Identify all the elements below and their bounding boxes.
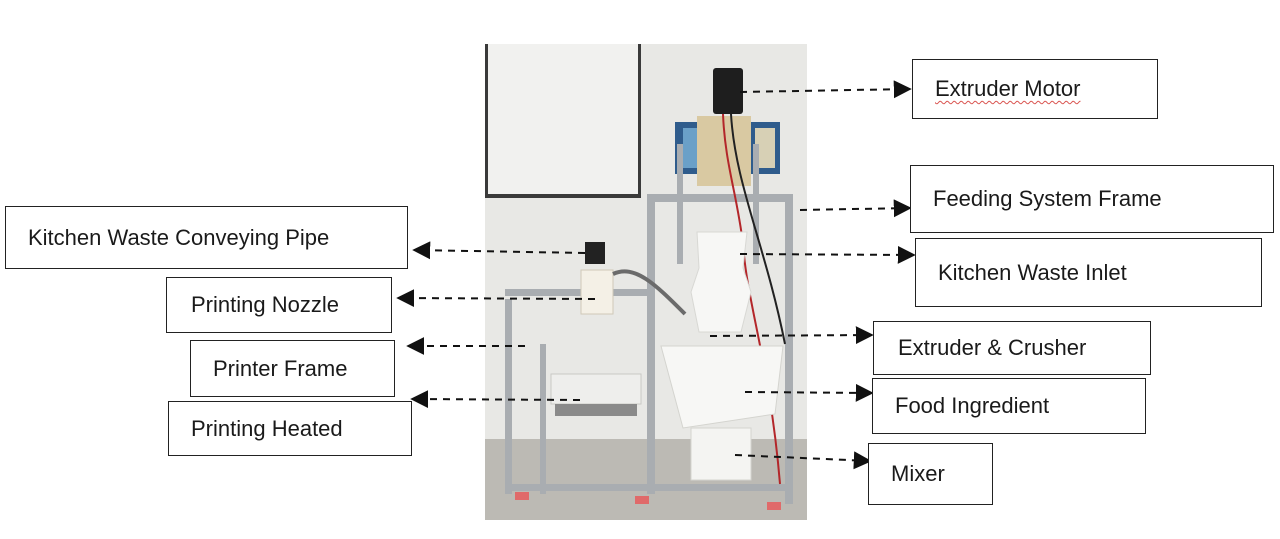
label-text: Kitchen Waste Conveying Pipe bbox=[28, 225, 329, 251]
arrow-extruder-crusher bbox=[710, 335, 872, 336]
arrow-food-ingredient bbox=[745, 392, 872, 393]
arrow-extruder-motor bbox=[740, 89, 910, 92]
label-text: Feeding System Frame bbox=[933, 186, 1162, 212]
label-text: Mixer bbox=[891, 461, 945, 487]
arrow-kitchen-waste-conveying-pipe bbox=[414, 250, 585, 253]
arrow-kitchen-waste-inlet bbox=[740, 254, 914, 255]
label-printing-heated: Printing Heated bbox=[168, 401, 412, 456]
label-text: Extruder & Crusher bbox=[898, 335, 1086, 361]
arrow-printing-nozzle bbox=[398, 298, 595, 299]
label-extruder-crusher: Extruder & Crusher bbox=[873, 321, 1151, 375]
arrow-feeding-system-frame bbox=[800, 208, 910, 210]
label-printer-frame: Printer Frame bbox=[190, 340, 395, 397]
label-kitchen-waste-inlet: Kitchen Waste Inlet bbox=[915, 238, 1262, 307]
label-text: Printer Frame bbox=[213, 356, 347, 382]
arrow-printing-heated bbox=[412, 399, 580, 400]
label-mixer: Mixer bbox=[868, 443, 993, 505]
label-text: Kitchen Waste Inlet bbox=[938, 260, 1127, 286]
label-text: Printing Heated bbox=[191, 416, 343, 442]
arrow-mixer bbox=[735, 455, 870, 461]
label-text: Printing Nozzle bbox=[191, 292, 339, 318]
label-extruder-motor: Extruder Motor bbox=[912, 59, 1158, 119]
label-printing-nozzle: Printing Nozzle bbox=[166, 277, 392, 333]
label-text: Food Ingredient bbox=[895, 393, 1049, 419]
label-feeding-system-frame: Feeding System Frame bbox=[910, 165, 1274, 233]
label-food-ingredient: Food Ingredient bbox=[872, 378, 1146, 434]
label-kitchen-waste-conveying-pipe: Kitchen Waste Conveying Pipe bbox=[5, 206, 408, 269]
label-text: Extruder Motor bbox=[935, 76, 1081, 102]
